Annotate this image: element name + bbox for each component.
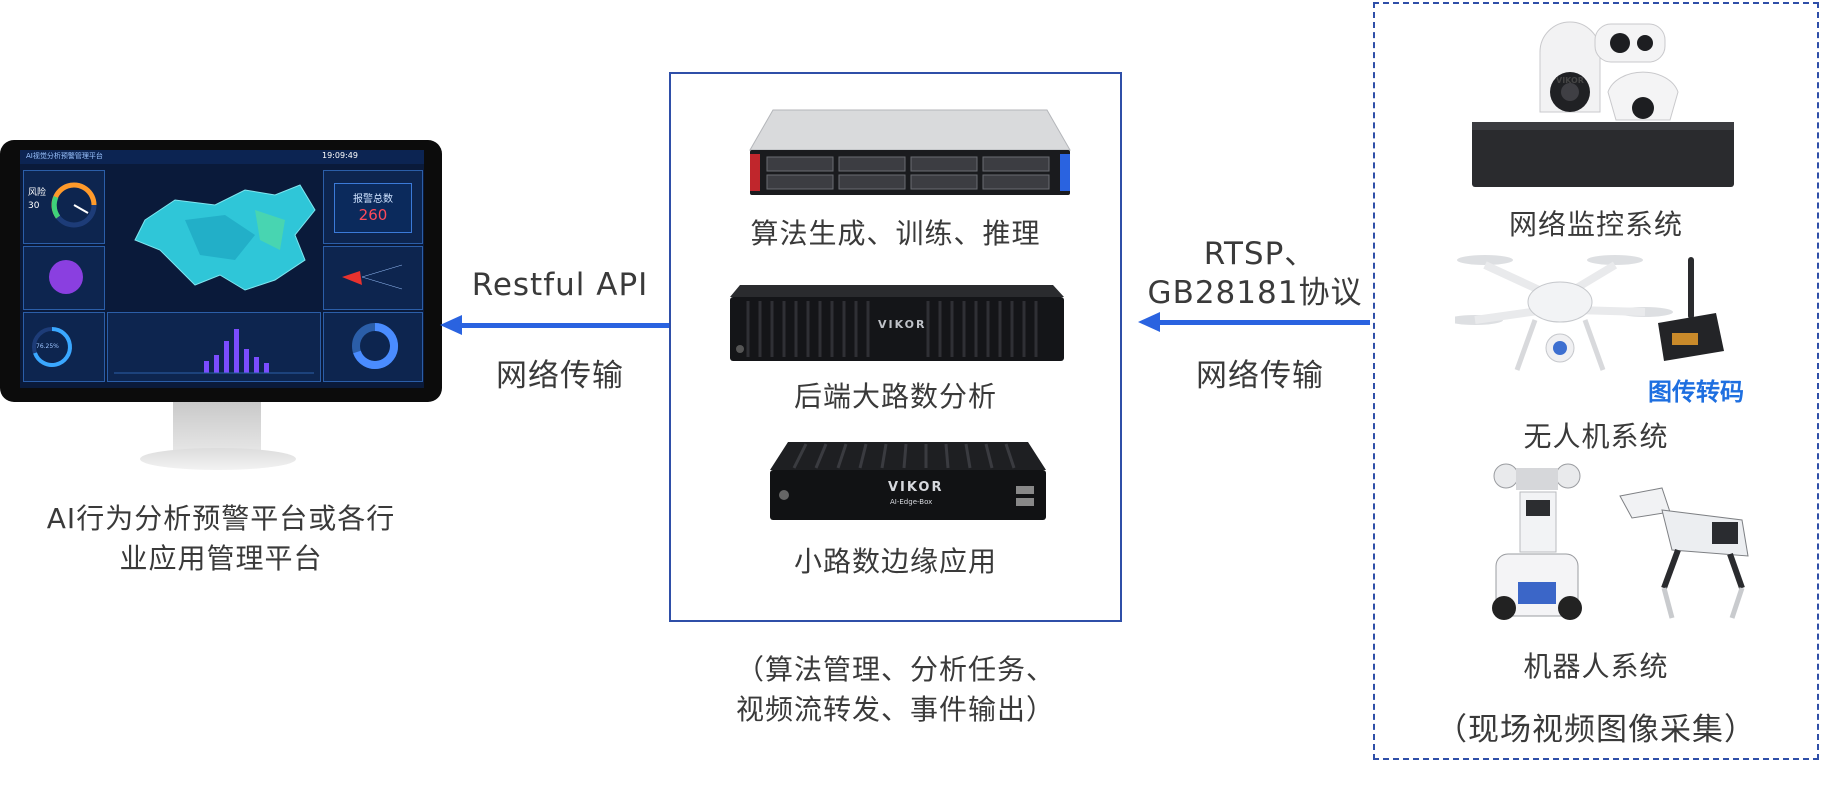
platform-label-line2: 业应用管理平台	[119, 542, 323, 575]
processing-box	[669, 72, 1122, 622]
donut-panel-right	[323, 312, 423, 382]
rack-server-icon	[749, 109, 1071, 195]
radar-chart	[342, 264, 403, 290]
device3-label: 小路数边缘应用	[793, 545, 997, 578]
ring-value: 76.25%	[36, 343, 59, 350]
monitoring-label: 网络监控系统	[1508, 208, 1683, 241]
dashboard-time: 19:09:49	[322, 151, 358, 160]
region-map	[134, 184, 316, 291]
alarm-title: 报警总数	[353, 194, 393, 205]
center-caption-line2: 视频流转发、事件输出）	[735, 693, 1055, 726]
left-network-label: 网络传输	[496, 358, 624, 394]
gauge-value: 30	[28, 201, 40, 211]
alarm-value: 260	[358, 206, 388, 224]
restful-api-label: Restful API	[471, 267, 649, 303]
ring-chart	[32, 327, 72, 367]
monitor-stand-neck	[173, 402, 261, 452]
device2-brand: VIKOR	[878, 318, 927, 331]
arrow-head-right	[1138, 312, 1160, 332]
chassis-server-icon	[730, 285, 1064, 361]
risk-gauge-panel: 风险 30	[23, 170, 105, 244]
robot-label: 机器人系统	[1523, 650, 1669, 683]
dashboard-screen: AI视觉分析预警管理平台 19:09:49 风险 30 76.25%	[20, 150, 424, 388]
bar-chart-panel	[107, 312, 321, 382]
device3-model: AI-Edge-Box	[890, 498, 933, 506]
monitor-stand-base	[140, 448, 296, 470]
edge-box-icon	[770, 442, 1046, 520]
purple-pie	[49, 260, 83, 294]
surveillance-cameras-icon	[1472, 21, 1734, 187]
field-capture-box	[1373, 2, 1819, 760]
pie-panel	[23, 246, 105, 310]
right-caption: （现场视频图像采集）	[1436, 712, 1756, 748]
right-network-label: 网络传输	[1196, 358, 1324, 394]
rtsp-label-line1: RTSP、	[1203, 236, 1317, 272]
dashboard-title: AI视觉分析预警管理平台	[26, 152, 103, 160]
wheeled-robot-icon	[1492, 463, 1582, 620]
arrow-to-platform	[460, 323, 670, 328]
arrow-to-processing	[1158, 320, 1370, 325]
gauge-chart	[51, 182, 97, 228]
image-transcoding-note: 图传转码	[1648, 378, 1744, 406]
gauge-label: 风险	[28, 188, 47, 198]
alarm-box: 报警总数 260	[334, 183, 412, 233]
robot-dog-icon	[1619, 487, 1749, 619]
device3-brand: VIKOR	[888, 480, 944, 495]
rtsp-label-line2: GB28181协议	[1147, 275, 1363, 311]
arrow-head-left	[440, 315, 462, 335]
alarm-panel: 报警总数 260	[323, 170, 423, 244]
device2-label: 后端大路数分析	[793, 380, 997, 413]
dashboard-header: AI视觉分析预警管理平台 19:09:49	[20, 150, 424, 164]
drone-icon	[1455, 255, 1673, 371]
platform-label-line1: AI行为分析预警平台或各行	[46, 502, 396, 535]
transmitter-icon	[1658, 257, 1724, 361]
camera-brand: VIKOR	[1556, 76, 1584, 85]
center-caption-line1: （算法管理、分析任务、	[735, 653, 1055, 686]
device1-label: 算法生成、训练、推理	[750, 217, 1041, 250]
donut-chart	[352, 323, 399, 369]
bar-chart	[114, 329, 314, 374]
drone-label: 无人机系统	[1523, 420, 1669, 453]
radar-panel	[323, 246, 423, 310]
donut-panel-left: 76.25%	[23, 312, 105, 382]
